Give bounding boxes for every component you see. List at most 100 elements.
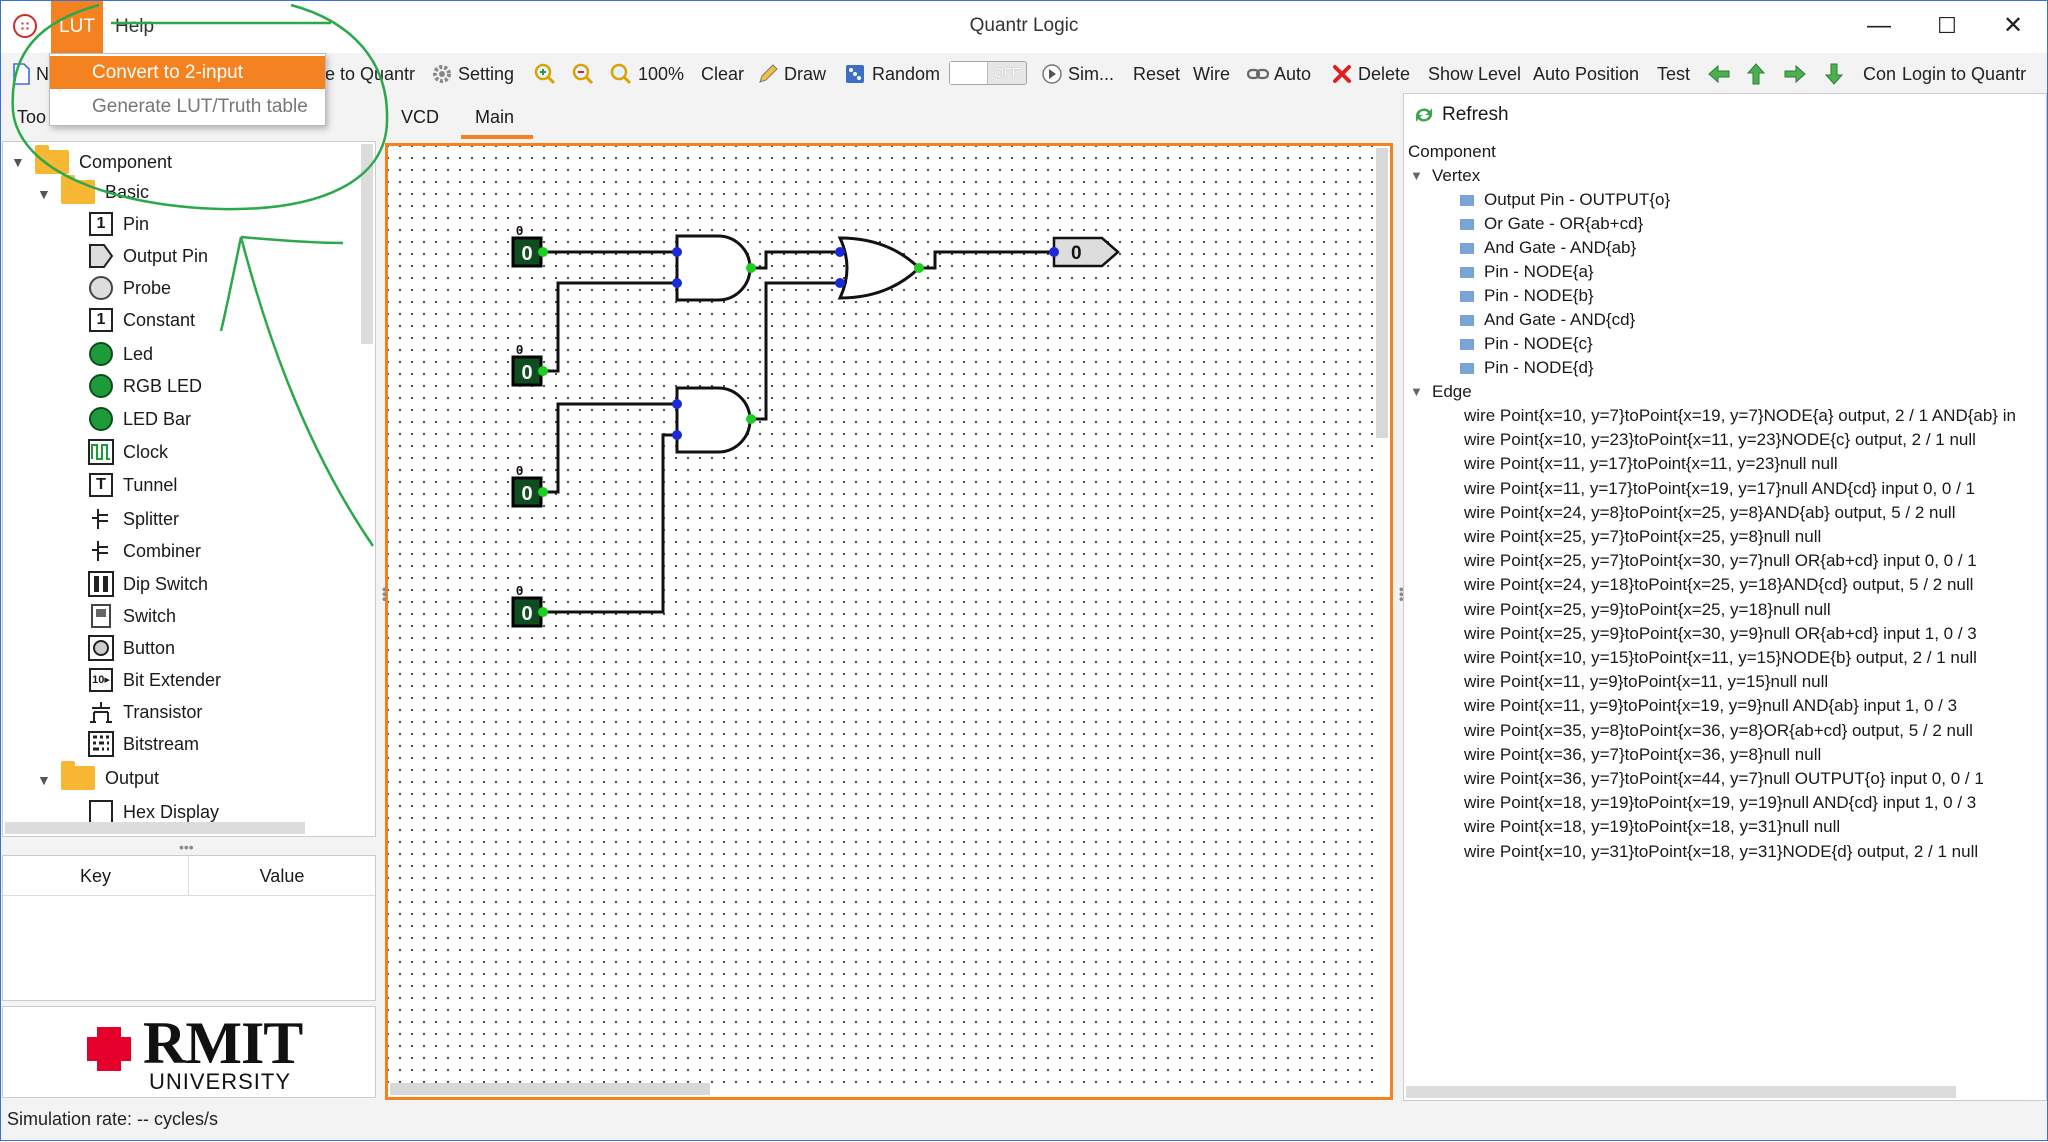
edge-item[interactable]: wire Point{x=36, y=7}toPoint{x=44, y=7}n… bbox=[1464, 767, 1984, 791]
vertex-item[interactable]: And Gate - AND{cd} bbox=[1460, 308, 1635, 332]
edge-item[interactable]: wire Point{x=11, y=17}toPoint{x=11, y=23… bbox=[1464, 452, 1838, 476]
tree-item-transistor[interactable]: Transistor bbox=[87, 696, 202, 728]
tree-item-switch[interactable]: Switch bbox=[87, 600, 176, 632]
menu-lut[interactable]: LUT bbox=[51, 1, 103, 53]
auto-position-button[interactable]: Auto Position bbox=[1533, 59, 1639, 89]
edge-item[interactable]: wire Point{x=11, y=9}toPoint{x=19, y=9}n… bbox=[1464, 694, 1957, 718]
vertex-item[interactable]: Pin - NODE{d} bbox=[1460, 356, 1594, 380]
refresh-button[interactable]: Refresh bbox=[1412, 104, 1509, 126]
tree-item-tunnel[interactable]: TTunnel bbox=[87, 469, 177, 501]
chevron-down-icon[interactable]: ▼ bbox=[11, 154, 25, 170]
edge-item[interactable]: wire Point{x=35, y=8}toPoint{x=36, y=8}O… bbox=[1464, 719, 1973, 743]
move-right-button[interactable] bbox=[1783, 59, 1812, 89]
zoom-reset-button[interactable]: 100% bbox=[609, 59, 684, 89]
edge-item[interactable]: wire Point{x=36, y=7}toPoint{x=36, y=8}n… bbox=[1464, 743, 1821, 767]
edge-item[interactable]: wire Point{x=18, y=19}toPoint{x=19, y=19… bbox=[1464, 791, 1976, 815]
tree-item-bit-extender[interactable]: 10▸Bit Extender bbox=[87, 664, 221, 696]
tree-item-led-bar[interactable]: LED Bar bbox=[87, 403, 191, 435]
tree-item-output-pin[interactable]: Output Pin bbox=[87, 240, 208, 272]
new-button[interactable]: N bbox=[11, 59, 49, 89]
tree-item-component[interactable]: Component bbox=[35, 146, 172, 178]
minimize-button[interactable]: — bbox=[1859, 11, 1899, 43]
vertex-item[interactable]: Pin - NODE{b} bbox=[1460, 284, 1594, 308]
edge-item[interactable]: wire Point{x=11, y=9}toPoint{x=11, y=15}… bbox=[1464, 670, 1828, 694]
tree-item-basic[interactable]: Basic bbox=[61, 176, 149, 208]
test-button[interactable]: Test bbox=[1657, 59, 1690, 89]
save-to-quantr-button[interactable]: e to Quantr bbox=[325, 59, 415, 89]
tree-item-probe[interactable]: Probe bbox=[87, 272, 171, 304]
tree-item-edge[interactable]: Edge bbox=[1432, 380, 1472, 404]
show-level-button[interactable]: Show Level bbox=[1428, 59, 1521, 89]
splitter-handle[interactable]: ••• bbox=[377, 587, 393, 602]
right-panel-scrollbar[interactable] bbox=[1406, 1086, 1956, 1098]
chevron-down-icon[interactable]: ▼ bbox=[1410, 380, 1423, 404]
menu-item-generate-lut[interactable]: Generate LUT/Truth table bbox=[50, 90, 325, 123]
zoom-out-button[interactable] bbox=[571, 59, 600, 89]
edge-item[interactable]: wire Point{x=10, y=31}toPoint{x=18, y=31… bbox=[1464, 840, 1978, 864]
tree-item-vertex[interactable]: Vertex bbox=[1432, 164, 1480, 188]
tab-vcd[interactable]: VCD bbox=[401, 107, 439, 128]
reset-button[interactable]: Reset bbox=[1133, 59, 1180, 89]
menu-help[interactable]: Help bbox=[115, 1, 154, 53]
edge-item[interactable]: wire Point{x=24, y=8}toPoint{x=25, y=8}A… bbox=[1464, 501, 1955, 525]
vertex-item[interactable]: And Gate - AND{ab} bbox=[1460, 236, 1636, 260]
vertex-item[interactable]: Output Pin - OUTPUT{o} bbox=[1460, 188, 1670, 212]
tree-item-led[interactable]: Led bbox=[87, 338, 153, 370]
edge-item[interactable]: wire Point{x=11, y=17}toPoint{x=19, y=17… bbox=[1464, 477, 1975, 501]
move-down-button[interactable] bbox=[1823, 59, 1850, 89]
delete-button[interactable]: Delete bbox=[1331, 59, 1410, 89]
tree-item-component-root[interactable]: Component bbox=[1408, 140, 1496, 164]
edge-item[interactable]: wire Point{x=10, y=23}toPoint{x=11, y=23… bbox=[1464, 428, 1976, 452]
tree-horizontal-scrollbar[interactable] bbox=[5, 822, 305, 834]
tab-main[interactable]: Main bbox=[475, 107, 514, 128]
clear-button[interactable]: Clear bbox=[701, 59, 744, 89]
edge-item[interactable]: wire Point{x=10, y=15}toPoint{x=11, y=15… bbox=[1464, 646, 1977, 670]
canvas-vertical-scrollbar[interactable] bbox=[1376, 148, 1388, 438]
login-button[interactable]: Login to Quantr bbox=[1902, 59, 2026, 89]
edge-item[interactable]: wire Point{x=24, y=18}toPoint{x=25, y=18… bbox=[1464, 573, 1973, 597]
draw-button[interactable]: Draw bbox=[757, 59, 826, 89]
edge-item[interactable]: wire Point{x=25, y=9}toPoint{x=25, y=18}… bbox=[1464, 598, 1831, 622]
zoom-in-button[interactable] bbox=[533, 59, 562, 89]
menu-item-convert-to-2-input[interactable]: Convert to 2-input bbox=[50, 56, 325, 89]
con-button[interactable]: Con bbox=[1863, 59, 1896, 89]
tree-item-clock[interactable]: Clock bbox=[87, 436, 168, 468]
random-toggle[interactable]: OFF bbox=[949, 61, 1027, 85]
tree-item-button[interactable]: Button bbox=[87, 632, 175, 664]
close-button[interactable]: ✕ bbox=[1993, 11, 2033, 43]
tree-scrollbar[interactable] bbox=[361, 144, 373, 344]
tree-item-dip-switch[interactable]: Dip Switch bbox=[87, 568, 208, 600]
tree-item-pin[interactable]: 1Pin bbox=[87, 208, 149, 240]
vertex-item[interactable]: Pin - NODE{a} bbox=[1460, 260, 1594, 284]
chevron-down-icon[interactable]: ▼ bbox=[1410, 164, 1423, 188]
edge-item[interactable]: wire Point{x=25, y=7}toPoint{x=30, y=7}n… bbox=[1464, 549, 1977, 573]
wire-button[interactable]: Wire bbox=[1193, 59, 1230, 89]
key-column-header[interactable]: Key bbox=[3, 856, 189, 896]
move-up-button[interactable] bbox=[1745, 59, 1772, 89]
tree-item-splitter[interactable]: Splitter bbox=[87, 503, 179, 535]
vertex-item[interactable]: Or Gate - OR{ab+cd} bbox=[1460, 212, 1643, 236]
edge-item[interactable]: wire Point{x=25, y=7}toPoint{x=25, y=8}n… bbox=[1464, 525, 1821, 549]
vertex-item[interactable]: Pin - NODE{c} bbox=[1460, 332, 1593, 356]
value-column-header[interactable]: Value bbox=[189, 856, 375, 896]
tree-item-rgb-led[interactable]: RGB LED bbox=[87, 370, 202, 402]
setting-button[interactable]: Setting bbox=[431, 59, 514, 89]
tree-item-combiner[interactable]: Combiner bbox=[87, 535, 201, 567]
auto-button[interactable]: Auto bbox=[1247, 59, 1311, 89]
tab-toolbox[interactable]: Too bbox=[17, 107, 46, 128]
simulate-button[interactable]: Sim... bbox=[1041, 59, 1114, 89]
edge-item[interactable]: wire Point{x=18, y=19}toPoint{x=18, y=31… bbox=[1464, 815, 1840, 839]
tree-item-bitstream[interactable]: Bitstream bbox=[87, 728, 199, 760]
maximize-button[interactable]: ☐ bbox=[1927, 11, 1967, 43]
chevron-down-icon[interactable]: ▼ bbox=[37, 186, 51, 202]
chevron-down-icon[interactable]: ▼ bbox=[37, 772, 51, 788]
circuit-canvas[interactable]: 0 0 0 0 0 0 0 0 0 bbox=[385, 143, 1393, 1100]
random-button[interactable]: Random bbox=[843, 59, 940, 89]
edge-item[interactable]: wire Point{x=10, y=7}toPoint{x=19, y=7}N… bbox=[1464, 404, 2016, 428]
canvas-horizontal-scrollbar[interactable] bbox=[390, 1083, 710, 1095]
tree-item-constant[interactable]: 1Constant bbox=[87, 304, 195, 336]
edge-item[interactable]: wire Point{x=25, y=9}toPoint{x=30, y=9}n… bbox=[1464, 622, 1977, 646]
splitter-handle[interactable]: ••• bbox=[179, 839, 194, 855]
move-left-button[interactable] bbox=[1707, 59, 1736, 89]
tree-item-output[interactable]: Output bbox=[61, 762, 159, 794]
